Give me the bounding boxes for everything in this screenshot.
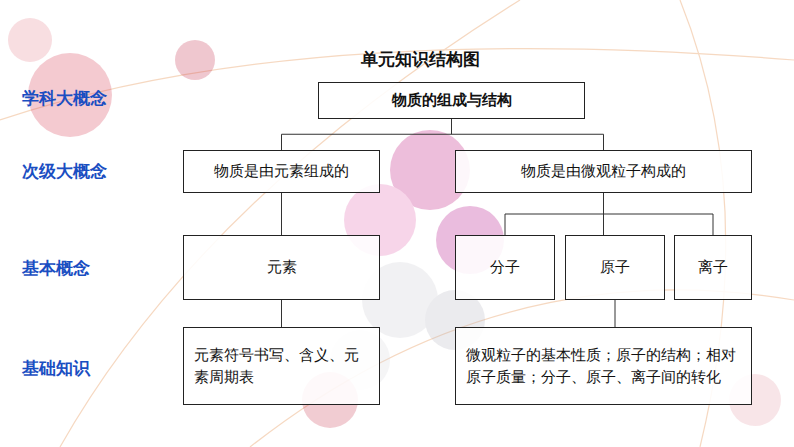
concept-box: 物质是由微观粒子构成的 xyxy=(455,150,752,193)
concept-box: 物质的组成与结构 xyxy=(318,82,585,119)
box-text: 物质是由元素组成的 xyxy=(214,160,349,183)
box-text: 微观粒子的基本性质；原子的结构；相对原子质量；分子、原子、离子间的转化 xyxy=(466,344,741,389)
tree-connector xyxy=(505,193,604,235)
level-label: 基础知识 xyxy=(22,357,90,380)
tree-connector xyxy=(615,300,616,327)
concept-box: 分子 xyxy=(455,235,555,300)
concept-box: 物质是由元素组成的 xyxy=(183,150,380,193)
diagram-title: 单元知识结构图 xyxy=(361,48,480,71)
molecule-sphere xyxy=(175,40,215,80)
level-label: 次级大概念 xyxy=(22,160,107,183)
tree-connector xyxy=(452,119,604,151)
concept-box: 元素符号书写、含义、元素周期表 xyxy=(183,327,380,405)
concept-box: 元素 xyxy=(183,235,380,300)
box-text: 离子 xyxy=(698,256,728,279)
concept-box: 微观粒子的基本性质；原子的结构；相对原子质量；分子、原子、离子间的转化 xyxy=(455,327,752,405)
concept-box: 原子 xyxy=(565,235,665,300)
molecule-sphere xyxy=(8,18,52,62)
tree-connector xyxy=(281,300,282,327)
box-text: 物质是由微观粒子构成的 xyxy=(521,160,686,183)
box-text: 元素符号书写、含义、元素周期表 xyxy=(194,344,369,389)
tree-connector xyxy=(281,193,282,235)
tree-connector xyxy=(604,193,714,235)
box-text: 元素 xyxy=(267,256,297,279)
box-text: 分子 xyxy=(490,256,520,279)
concept-box: 离子 xyxy=(674,235,752,300)
tree-connector xyxy=(282,119,452,151)
level-label: 学科大概念 xyxy=(22,87,107,110)
deco-arc xyxy=(0,49,794,120)
box-text: 物质的组成与结构 xyxy=(392,89,512,112)
level-label: 基本概念 xyxy=(22,257,90,280)
deco-arc xyxy=(60,0,520,447)
box-text: 原子 xyxy=(600,256,630,279)
